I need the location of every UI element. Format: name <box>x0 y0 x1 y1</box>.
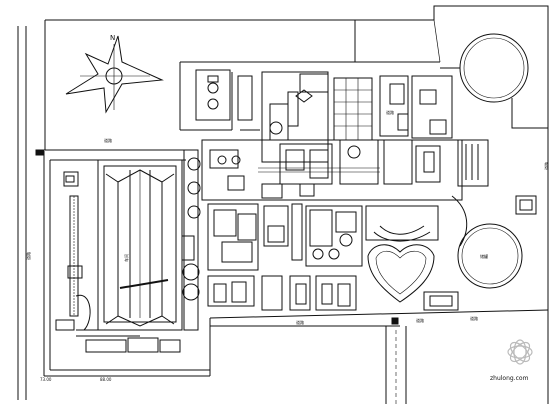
dim-label-mid: 88.00 <box>100 377 112 382</box>
road-label-center: 道路 <box>386 109 394 115</box>
hall-label: 车间 <box>123 254 129 262</box>
right-tank-farm: 储罐 道路 <box>440 33 549 289</box>
tank-column <box>181 149 201 331</box>
pavilion <box>367 244 459 311</box>
process-area: 道路 <box>201 109 489 201</box>
road-label-bottom-mid: 道路 <box>416 317 424 323</box>
upper-block <box>179 61 453 163</box>
watermark-text: zhulong.com <box>490 375 529 382</box>
dim-label-left: 73.00 <box>40 377 52 382</box>
road-label-top: 道路 <box>104 137 112 143</box>
compass-rose: N <box>65 34 164 114</box>
main-hall: 车间 <box>85 159 183 353</box>
road-label-bottom-right: 道路 <box>470 315 478 321</box>
lower-block <box>207 203 439 311</box>
tank-label-right: 储罐 <box>480 253 488 259</box>
site-boundary <box>17 5 549 404</box>
watermark: zhulong.com <box>490 339 533 382</box>
compass-north-label: N <box>110 34 115 42</box>
road-label-bottom-left: 道路 <box>296 319 304 325</box>
bottom-road: 道路 道路 道路 <box>209 309 549 404</box>
road-label-right: 道路 <box>543 162 549 170</box>
road-label-left: 道路 <box>25 252 31 260</box>
